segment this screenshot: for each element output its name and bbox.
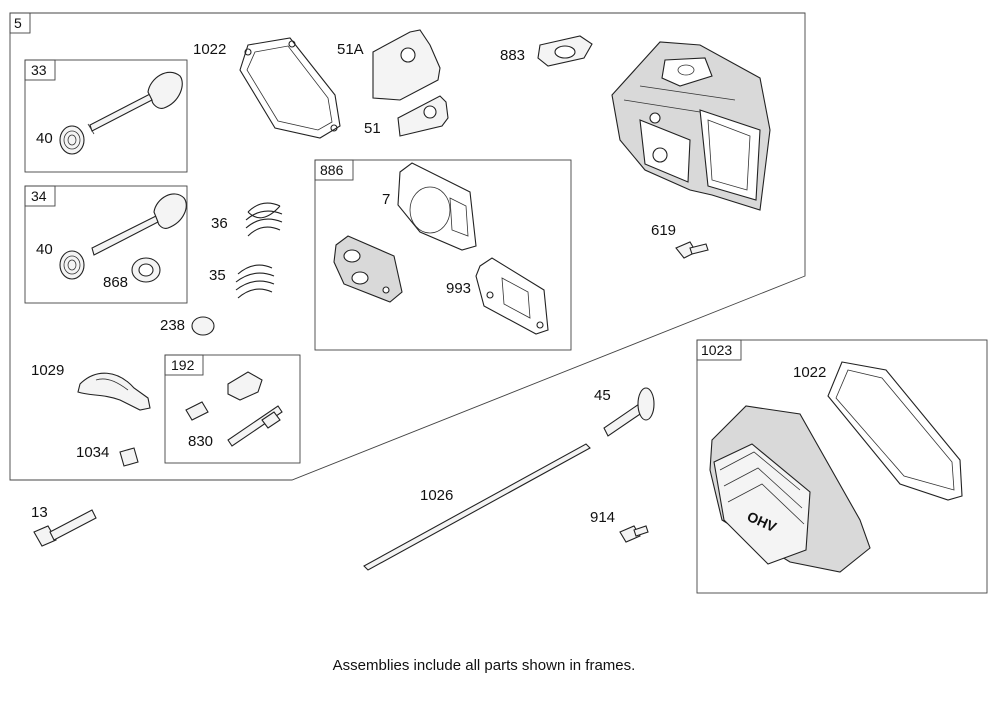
rocker-cover: OHV [709, 405, 871, 573]
callout-40-top: 40 [36, 130, 53, 147]
rocker-cover-gasket-1022-bottom [827, 361, 963, 501]
callout-619: 619 [651, 222, 676, 239]
valve-tappet-45 [603, 387, 655, 437]
plate-gasket-middle [333, 235, 403, 303]
frame-886-gasket-set: 886 [314, 159, 572, 351]
intake-gasket-51A [372, 29, 441, 101]
callout-914: 914 [590, 509, 615, 526]
callout-labels: 1022 51A 51 883 40 40 868 36 35 238 7 99… [31, 41, 826, 526]
frame-5-label: 5 [14, 15, 22, 31]
frame-5-assembly: 5 [9, 12, 806, 481]
footnote: Assemblies include all parts shown in fr… [333, 657, 636, 674]
callout-1029: 1029 [31, 362, 64, 379]
set-screw [185, 401, 209, 421]
frame-192-rocker-stud-assembly: 192 [164, 354, 301, 464]
frame-34-valve-assembly: 34 [24, 185, 188, 304]
callout-1022-bottom: 1022 [793, 364, 826, 381]
frame-33-valve-assembly: 33 [24, 59, 188, 173]
intake-gasket-51 [397, 95, 449, 137]
rocker-arm-1029 [77, 372, 151, 411]
frame-886-label: 886 [320, 162, 344, 178]
frame-34-label: 34 [31, 188, 47, 204]
valve-33 [87, 71, 183, 135]
rocker-stud-830 [227, 405, 283, 447]
callout-36: 36 [211, 215, 228, 232]
valve-spring-retainer-40a [59, 125, 85, 155]
adjust-nut [227, 371, 263, 401]
valve-spring-retainer-40b [59, 250, 85, 280]
callout-1026: 1026 [420, 487, 453, 504]
exhaust-gasket-993 [475, 257, 549, 335]
valve-spring-36 [245, 202, 283, 237]
callout-993: 993 [446, 280, 471, 297]
frame-1023-label: 1023 [701, 342, 732, 358]
callout-1034: 1034 [76, 444, 109, 461]
callout-883: 883 [500, 47, 525, 64]
valve-seal-868 [131, 257, 161, 283]
push-rod-1026 [363, 443, 591, 571]
screw-914 [619, 525, 649, 543]
callout-830: 830 [188, 433, 213, 450]
callout-238: 238 [160, 317, 185, 334]
screw-619 [675, 241, 709, 259]
clip-1034 [119, 447, 139, 467]
bolt-13 [33, 509, 97, 547]
head-gasket-7 [397, 162, 477, 251]
valve-34 [91, 193, 187, 256]
frame-1023-rocker-cover-assembly: 1023 OHV [696, 339, 988, 594]
cylinder-head [611, 41, 771, 211]
callout-45: 45 [594, 387, 611, 404]
callout-1022-top: 1022 [193, 41, 226, 58]
plug-238 [191, 316, 215, 336]
callout-7: 7 [382, 191, 390, 208]
callout-51A: 51A [337, 41, 364, 58]
carburetor-gasket-883 [537, 35, 593, 67]
callout-51: 51 [364, 120, 381, 137]
valve-spring-35 [235, 264, 275, 299]
rocker-cover-gasket-1022-top [239, 37, 341, 139]
callout-13: 13 [31, 504, 48, 521]
callout-35: 35 [209, 267, 226, 284]
callout-868: 868 [103, 274, 128, 291]
frame-192-label: 192 [171, 357, 195, 373]
frame-33-label: 33 [31, 62, 47, 78]
callout-40-bottom: 40 [36, 241, 53, 258]
